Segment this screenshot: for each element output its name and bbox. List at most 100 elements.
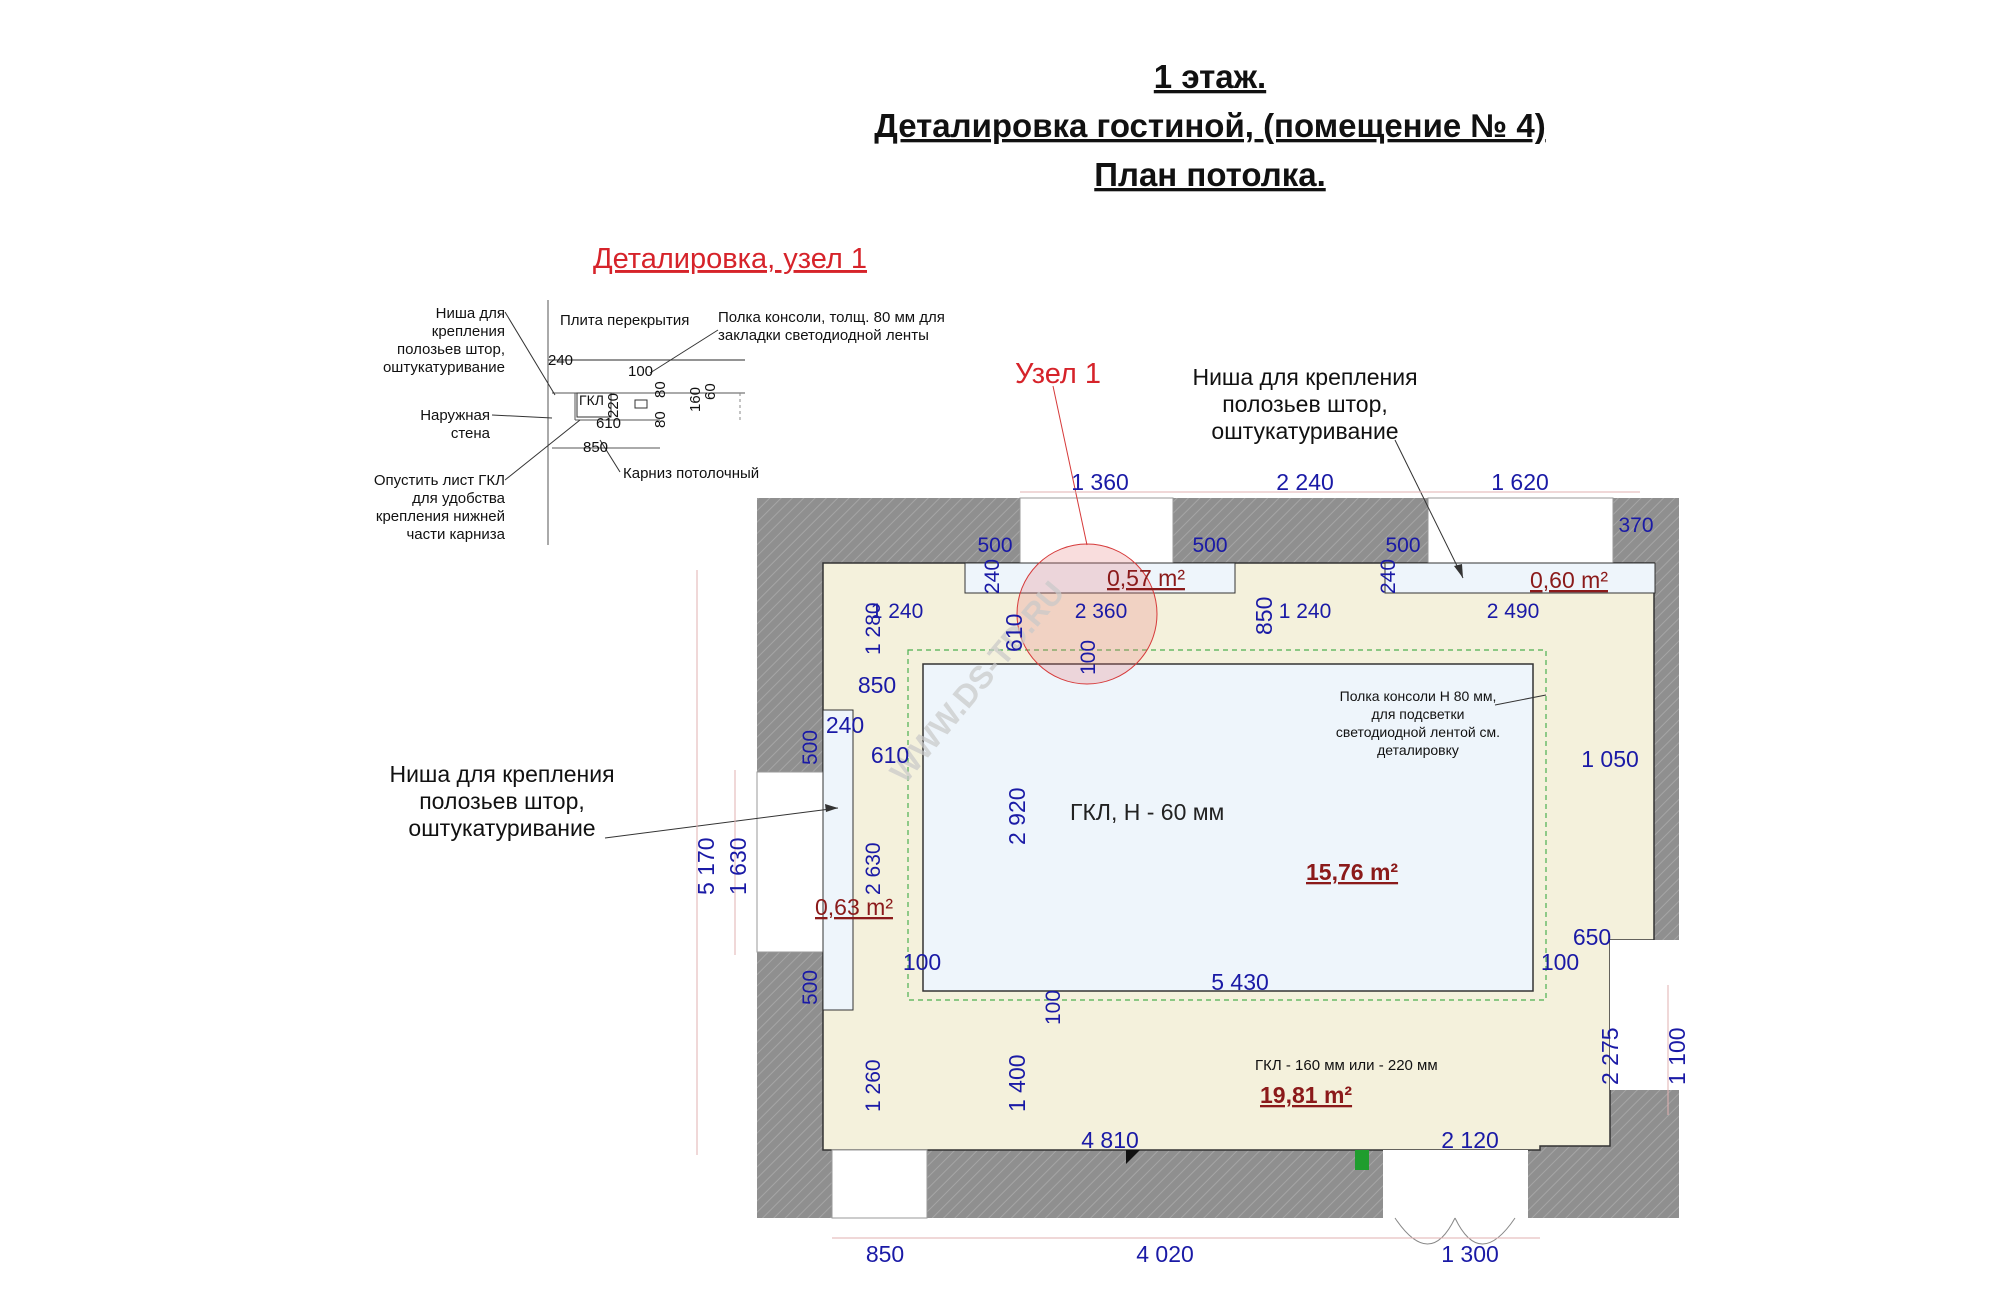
detail-dim-610: 610: [596, 415, 621, 432]
dim-row-1240a: 1 240: [871, 600, 924, 623]
detail-label-shelf-2: закладки светодиодной ленты: [718, 327, 929, 344]
niche-top-note-3: оштукатуривание: [1211, 418, 1398, 444]
dim-h5430: 5 430: [1211, 969, 1269, 995]
niche-left: [822, 709, 854, 1011]
dim-v240a: 240: [981, 559, 1004, 594]
detail-dim-160: 160: [687, 387, 704, 412]
marker-green: [1355, 1150, 1369, 1170]
area-niche-top-2: 0,60 m²: [1530, 567, 1608, 593]
shelf-note-1: Полка консоли Н 80 мм,: [1340, 688, 1497, 704]
dim-v1100: 1 100: [1664, 1027, 1690, 1085]
dim-h650: 650: [1573, 924, 1611, 950]
dim-v1280: 1 280: [862, 602, 885, 655]
detail-label-lower-1: Опустить лист ГКЛ: [374, 472, 505, 489]
dim-top-2240: 2 240: [1276, 469, 1334, 495]
marker-black: [1126, 1150, 1140, 1164]
dim-v500b: 500: [799, 970, 822, 1005]
area-niche-left: 0,63 m²: [815, 894, 893, 920]
niche-left-note-3: оштукатуривание: [408, 815, 595, 841]
door-swing: [1394, 1217, 1516, 1245]
inner-gkl-label: ГКЛ, Н - 60 мм: [1070, 799, 1224, 825]
niche-top-note-2: полозьев штор,: [1222, 391, 1388, 417]
console-shelf-outline: [907, 649, 1547, 1001]
title-detail: Деталировка гостиной, (помещение № 4): [874, 107, 1545, 144]
window-top-2: [1427, 497, 1614, 564]
dim-v1260: 1 260: [862, 1059, 885, 1112]
dim-h850: 850: [858, 672, 896, 698]
dim-h1050: 1 050: [1581, 746, 1639, 772]
dim-v610a: 610: [1001, 614, 1027, 652]
detail-label-lower-2: для удобства: [412, 490, 505, 507]
dim-niche-500b: 500: [1192, 534, 1227, 557]
dim-b850: 850: [866, 1241, 904, 1267]
area-inner: 15,76 m²: [1306, 859, 1398, 885]
detail-label-wall-2: стена: [451, 425, 491, 442]
dim-top-1360: 1 360: [1071, 469, 1129, 495]
window-top-1: [1019, 497, 1174, 564]
door-bottom: [1383, 1150, 1528, 1218]
niche-top-2: [1384, 562, 1656, 594]
detail-label-cornice: Карниз потолочный: [623, 465, 759, 482]
dim-h4810: 4 810: [1081, 1127, 1139, 1153]
dim-h610: 610: [871, 742, 909, 768]
detail-dim-100: 100: [628, 363, 653, 380]
dim-row-2490: 2 490: [1487, 600, 1540, 623]
dim-b1300: 1 300: [1441, 1241, 1499, 1267]
inner-gkl-panel: [922, 663, 1534, 992]
niche-left-note-2: полозьев штор,: [419, 788, 585, 814]
detail-dim-240: 240: [548, 352, 573, 369]
detail-label-niche-4: оштукатуривание: [383, 359, 505, 376]
dim-v5170: 5 170: [693, 837, 719, 895]
dim-top-1620: 1 620: [1491, 469, 1549, 495]
dim-h100a: 100: [903, 949, 941, 975]
outer-gkl-label: ГКЛ - 160 мм или - 220 мм: [1255, 1057, 1438, 1074]
detail-dim-60: 60: [702, 383, 719, 400]
window-left: [756, 771, 824, 953]
detail-label-niche-3: полозьев штор,: [397, 341, 505, 358]
dim-v2920: 2 920: [1004, 787, 1030, 845]
detail-label-lower-3: крепления нижней: [376, 508, 505, 525]
detail-dim-220: 220: [605, 393, 622, 418]
title-plan: План потолка.: [1094, 156, 1325, 193]
detail-label-lower-4: части карниза: [406, 526, 505, 543]
detail-label-slab: Плита перекрытия: [560, 312, 689, 329]
dim-h2120: 2 120: [1441, 1127, 1499, 1153]
detail-node-1: Деталировка, узел 1 Ниша для крепления п…: [374, 243, 945, 545]
dim-niche-500c: 500: [1385, 534, 1420, 557]
node-1-label: Узел 1: [1015, 358, 1101, 390]
dim-v1630: 1 630: [725, 837, 751, 895]
dim-row-1240b: 1 240: [1279, 600, 1332, 623]
niche-top-1: [964, 562, 1236, 594]
niche-left-note-1: Ниша для крепления: [389, 761, 614, 787]
title-floor: 1 этаж.: [1154, 58, 1266, 95]
detail-dim-850: 850: [583, 439, 608, 456]
dim-h100b: 100: [1541, 949, 1579, 975]
dimension-lines: [696, 491, 1669, 1239]
dim-top-370: 370: [1618, 514, 1653, 537]
detail-heading: Деталировка, узел 1: [593, 243, 867, 275]
detail-label-niche-1: Ниша для: [436, 305, 505, 322]
dim-v240b: 240: [1377, 559, 1400, 594]
detail-dim-80b: 80: [652, 411, 669, 428]
shelf-note-2: для подсветки: [1372, 706, 1465, 722]
niche-top-note-1: Ниша для крепления: [1192, 364, 1417, 390]
detail-label-wall-1: Наружная: [420, 407, 490, 424]
dim-v2275: 2 275: [1597, 1027, 1623, 1085]
shelf-note-3: светодиодной лентой см.: [1336, 724, 1500, 740]
area-niche-top-1: 0,57 m²: [1107, 565, 1185, 591]
dim-v1400: 1 400: [1004, 1054, 1030, 1112]
detail-dim-80a: 80: [652, 381, 669, 398]
dim-b4020: 4 020: [1136, 1241, 1194, 1267]
detail-label-gkl: ГКЛ: [579, 392, 604, 408]
area-outer: 19,81 m²: [1260, 1082, 1352, 1108]
detail-label-niche-2: крепления: [432, 323, 505, 340]
shelf-note-4: деталировку: [1377, 742, 1459, 758]
dim-row-2360: 2 360: [1075, 600, 1128, 623]
detail-label-shelf-1: Полка консоли, толщ. 80 мм для: [718, 309, 945, 326]
dim-v850: 850: [1251, 597, 1277, 635]
dim-h240: 240: [826, 712, 864, 738]
dim-v100a: 100: [1077, 640, 1100, 675]
dim-v2630: 2 630: [862, 842, 885, 895]
dim-v500a: 500: [799, 730, 822, 765]
